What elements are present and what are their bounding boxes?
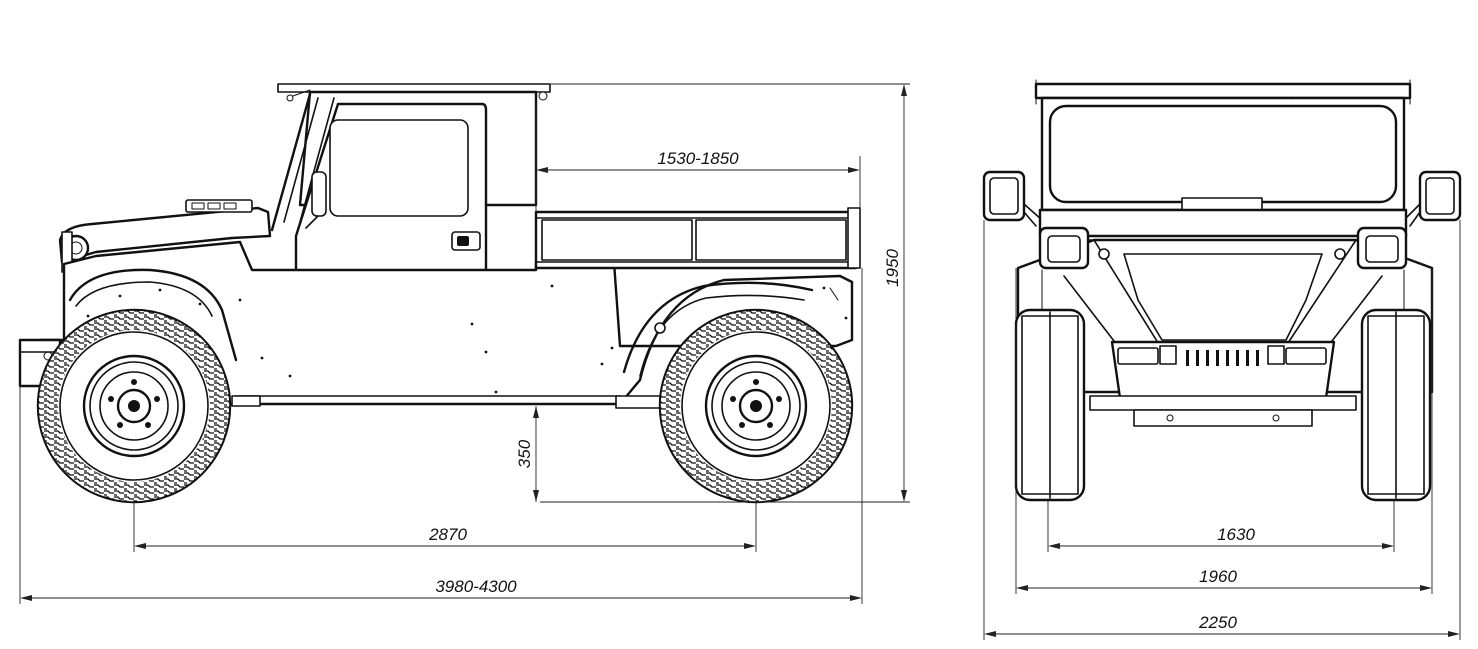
front-mirror-left: [982, 170, 1043, 227]
front-tire-left: [1014, 308, 1086, 502]
dim-cargo-length: 1530-1850: [657, 149, 739, 168]
dim-body-width: 1960: [1199, 567, 1237, 586]
front-mirror-right: [1403, 170, 1462, 227]
front-cab: [1034, 79, 1412, 217]
side-mirror: [311, 171, 327, 217]
front-grille: [1123, 253, 1323, 341]
front-bumper-slots: [1186, 350, 1259, 366]
side-hood: [58, 199, 272, 273]
side-view: 1530-1850 1950 350 2870: [18, 83, 910, 604]
dim-overall-length: 3980-4300: [435, 577, 517, 596]
side-rear-wheel: [658, 308, 854, 504]
side-dimensions: 1530-1850 1950 350 2870: [19, 83, 910, 604]
dim-track: 1630: [1217, 525, 1255, 544]
front-windshield: [1048, 104, 1398, 204]
dim-height: 1950: [883, 249, 902, 287]
front-bumper: [1089, 340, 1357, 427]
dim-wheelbase: 2870: [428, 525, 467, 544]
front-view: 1630 1960 2250: [982, 79, 1462, 640]
side-front-wheel: [36, 308, 232, 504]
dim-mirror-width: 2250: [1198, 613, 1237, 632]
side-window: [329, 119, 469, 217]
side-cargo-bed: [534, 207, 861, 270]
side-rivets: [86, 284, 848, 394]
front-tire-right: [1360, 308, 1432, 502]
dim-ground-clearance: 350: [515, 439, 534, 468]
front-dimensions: 1630 1960 2250: [983, 220, 1461, 640]
